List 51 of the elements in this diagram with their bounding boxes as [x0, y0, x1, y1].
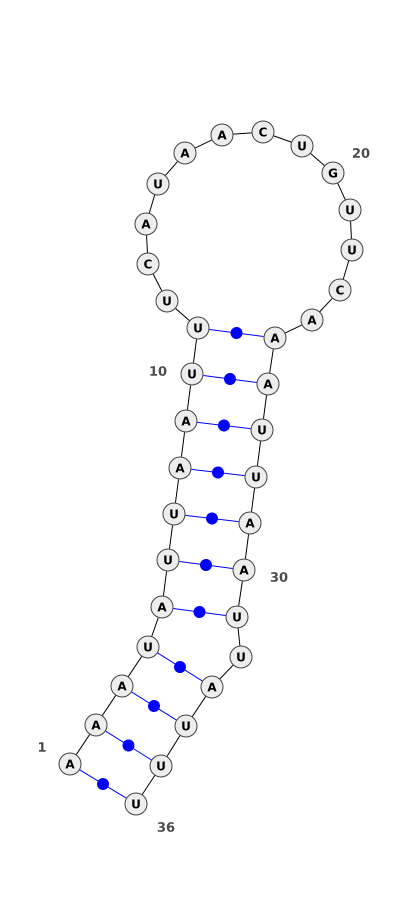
backbone-line: [174, 478, 180, 504]
backbone-line: [76, 734, 90, 755]
position-number: 36: [158, 822, 174, 832]
backbone-line: [146, 235, 148, 254]
backbone-line: [142, 775, 156, 795]
base-pair-line: [172, 606, 226, 618]
position-number: 1: [38, 742, 46, 752]
backbone-line: [128, 656, 142, 677]
base-pair-line: [79, 769, 127, 799]
backbone-line: [192, 338, 198, 364]
backbone-line: [186, 384, 192, 410]
backbone-line: [263, 394, 267, 420]
base-pair-line: [184, 512, 240, 524]
backbone-line: [151, 617, 159, 637]
position-number: 20: [353, 148, 370, 158]
base-pair-line: [157, 652, 203, 682]
backbone-line: [175, 308, 190, 321]
backbone-line: [180, 432, 186, 458]
backbone-line: [194, 140, 212, 148]
backbone-line: [337, 182, 346, 200]
backbone-line: [269, 348, 274, 374]
backbone-line: [148, 194, 156, 214]
backbone-line: [310, 153, 325, 166]
base-pair-line: [131, 692, 177, 720]
base-pair-line: [202, 373, 258, 385]
backbone-line: [220, 664, 234, 680]
backbone-line: [165, 161, 178, 176]
backbone-line: [238, 580, 243, 606]
backbone-line: [192, 696, 206, 717]
base-pair-line: [178, 559, 234, 571]
backbone-line: [102, 695, 116, 716]
backbone-line: [166, 735, 180, 757]
backbone-line: [350, 221, 352, 240]
base-pair-line: [190, 466, 246, 478]
position-number: 30: [270, 572, 288, 582]
position-number: 10: [150, 366, 166, 376]
base-pair-line: [196, 420, 252, 432]
backbone-line: [162, 570, 168, 596]
base-pair-line: [105, 730, 152, 760]
backbone-line: [152, 274, 162, 292]
backbone-line: [251, 488, 256, 512]
backbone-line: [273, 135, 292, 143]
base-pair-line: [208, 327, 264, 339]
backbone-line: [284, 324, 302, 334]
backbone-line: [319, 298, 333, 312]
backbone-line: [238, 628, 240, 646]
backbone-line: [232, 132, 252, 135]
backbone-line: [256, 440, 262, 466]
backbone-line: [342, 260, 350, 280]
backbone-line: [244, 534, 250, 560]
backbone-line: [168, 524, 174, 550]
